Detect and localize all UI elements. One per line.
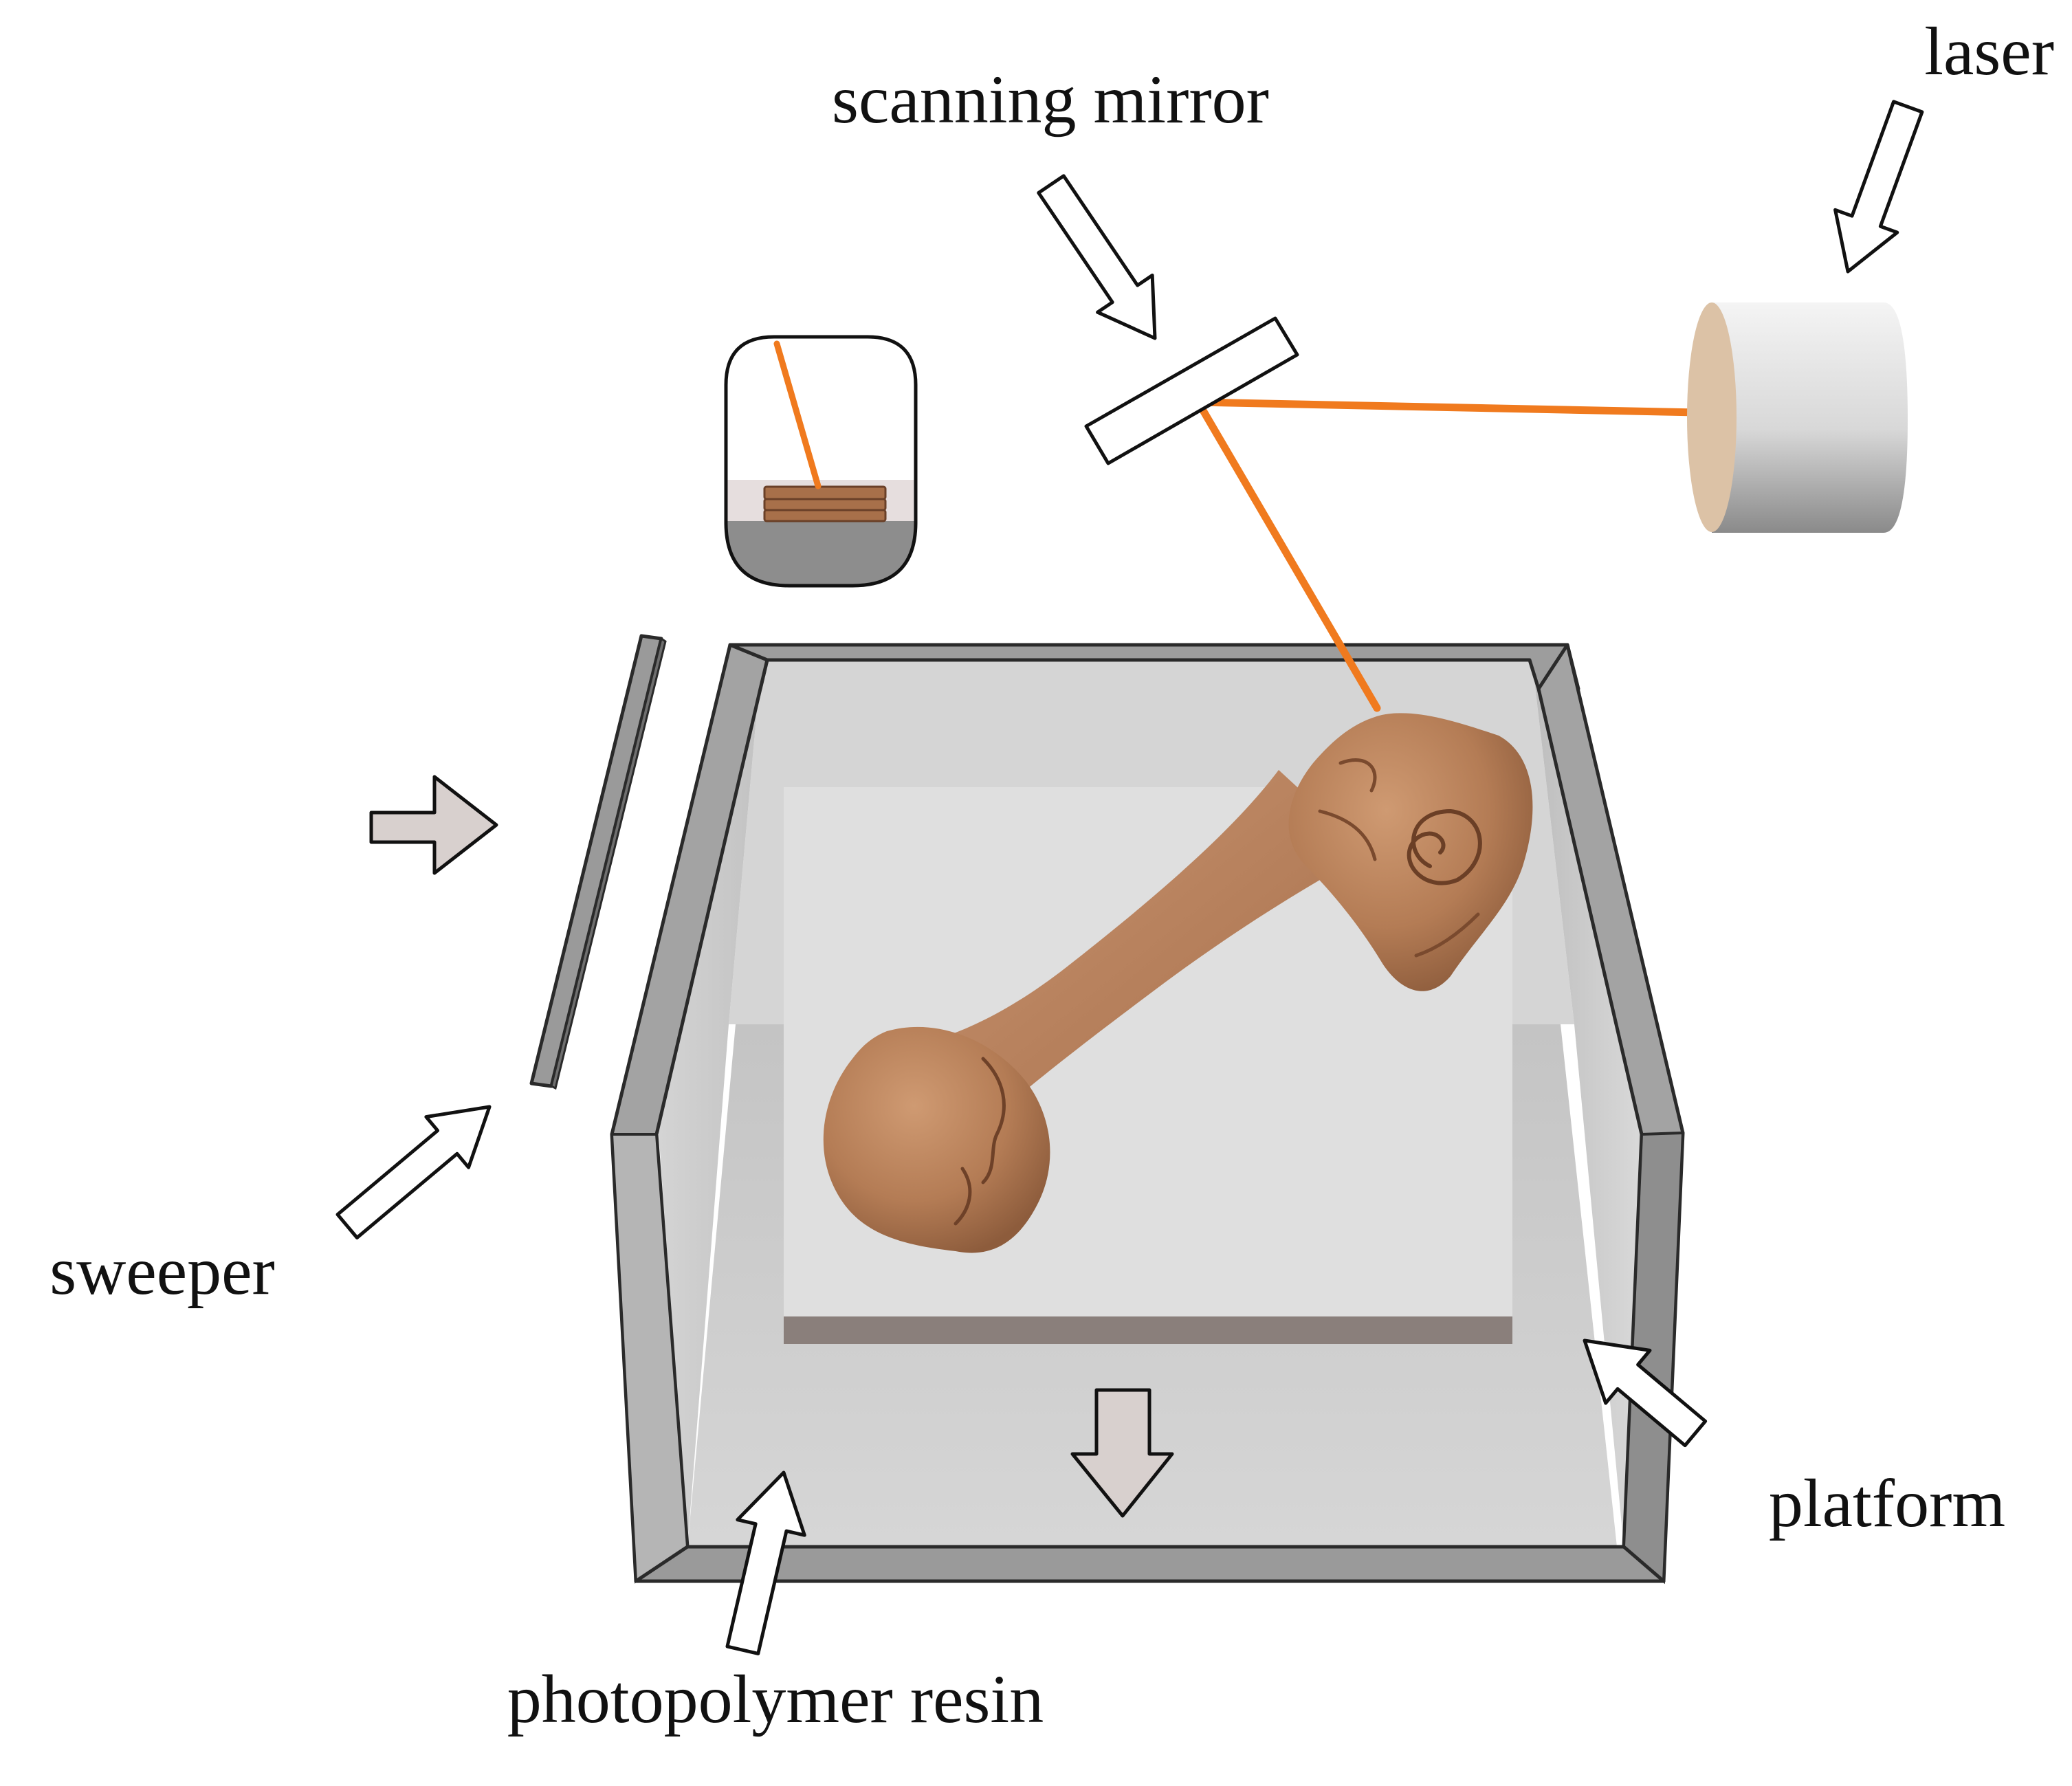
vat-left-inner-wall [659, 657, 762, 1547]
layer-cure-inset [724, 335, 918, 588]
hollow-arrow-icon [1833, 100, 1924, 274]
inset-beam [773, 340, 822, 489]
sweeper-side [550, 637, 667, 1090]
platform-edge [784, 1316, 1512, 1344]
laser-body [1712, 302, 1908, 533]
inset-layer-2 [763, 498, 887, 511]
laser-beam [1194, 398, 1702, 712]
printed-bone-part [823, 713, 1533, 1253]
pointer-arrow-laser [1833, 100, 1924, 274]
pointer-arrow-photopolymer-resin [725, 1470, 806, 1655]
inset-resin-bottom [726, 521, 916, 586]
inset-capsule-outline [724, 335, 918, 588]
platform-down-arrow [1070, 1388, 1174, 1518]
gray-block-arrow-icon [369, 775, 498, 875]
vat-front-base [634, 1545, 1666, 1583]
sweep-direction-arrow [369, 775, 498, 875]
scanning-mirror [1084, 316, 1299, 465]
bone-distal-crack [954, 1057, 1006, 1226]
label-platform: platform [1769, 1465, 2005, 1541]
hollow-arrow-icon [1037, 174, 1157, 340]
bone-distal-head [823, 1026, 1050, 1253]
hollow-arrow-icon [725, 1470, 806, 1655]
label-scanning-mirror: scanning mirror [832, 61, 1269, 137]
beam-mirror-to-part [1194, 398, 1381, 712]
bone-head-swirl [1407, 808, 1482, 885]
pointer-arrow-platform [1583, 1338, 1708, 1448]
hollow-arrow-icon [335, 1105, 492, 1239]
beam-laser-to-mirror [1194, 398, 1702, 417]
pointer-arrow-scanning-mirror [1037, 174, 1157, 340]
inset-layer-1 [763, 485, 887, 500]
bone-shaft [914, 770, 1368, 1134]
pointer-arrow-sweeper [335, 1105, 492, 1239]
label-laser: laser [1924, 13, 2054, 89]
laser-aperture [1687, 302, 1737, 532]
hollow-arrow-icon [1583, 1338, 1708, 1448]
sweeper-blade [529, 634, 667, 1090]
inset-layer-3 [763, 509, 887, 522]
laser-unit [1687, 302, 1908, 533]
label-sweeper: sweeper [49, 1233, 275, 1309]
gray-block-arrow-icon [1070, 1388, 1174, 1518]
bone-head-crease [1318, 758, 1480, 958]
vat-right-inner-wall [1532, 657, 1642, 1547]
mirror-plate [1084, 316, 1299, 465]
label-photopolymer-resin: photopolymer resin [507, 1661, 1044, 1737]
